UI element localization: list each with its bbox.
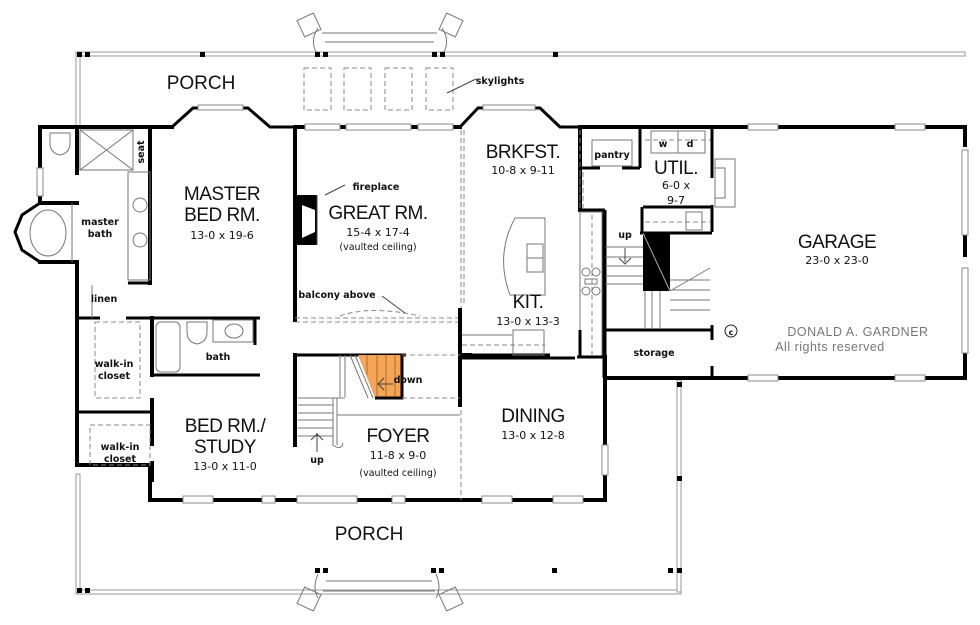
walkin-closet-1-line2: closet bbox=[98, 371, 131, 382]
walkin-closet-2-line2: closet bbox=[104, 454, 137, 465]
pantry-label: pantry bbox=[594, 150, 630, 161]
brkfst-dims: 10-8 x 9-11 bbox=[491, 164, 554, 177]
washer-label: w bbox=[659, 139, 668, 150]
master-bed-name-1: MASTER bbox=[184, 184, 260, 205]
bottom-steps bbox=[296, 573, 464, 612]
dining-name: DINING bbox=[501, 406, 565, 427]
garage-name: GARAGE bbox=[798, 232, 876, 253]
util-up-label: up bbox=[618, 230, 632, 241]
great-room-note: (vaulted ceiling) bbox=[339, 242, 416, 253]
walkin-closet-2-line1: walk-in bbox=[101, 442, 140, 453]
dining-dims: 13-0 x 12-8 bbox=[501, 429, 564, 442]
great-room-name: GREAT RM. bbox=[328, 203, 427, 224]
util-dims-2: 9-7 bbox=[667, 194, 685, 207]
labels: PORCH PORCH skylights fireplace balcony … bbox=[81, 73, 928, 545]
copyright-circle bbox=[724, 324, 738, 338]
top-steps bbox=[296, 12, 464, 53]
foyer-stairs bbox=[298, 354, 460, 452]
seat-label: seat bbox=[136, 140, 147, 164]
windows bbox=[36, 104, 969, 504]
skylights-label: skylights bbox=[476, 76, 525, 87]
bath-label: bath bbox=[206, 352, 231, 363]
foyer-note: (vaulted ceiling) bbox=[359, 468, 436, 479]
storage-label: storage bbox=[633, 348, 674, 359]
down-label: down bbox=[394, 375, 423, 386]
exterior-walls bbox=[38, 106, 967, 502]
kit-name: KIT. bbox=[513, 292, 544, 313]
porch-bottom-label: PORCH bbox=[335, 524, 404, 545]
garage-dims: 23-0 x 23-0 bbox=[805, 254, 868, 267]
copyright-line1: DONALD A. GARDNER bbox=[787, 325, 928, 339]
porch-railing bbox=[75, 51, 966, 595]
linen-label: linen bbox=[91, 294, 118, 305]
great-room-dims: 15-4 x 17-4 bbox=[346, 226, 409, 239]
porch-top-label: PORCH bbox=[167, 73, 236, 94]
skylights bbox=[303, 67, 477, 111]
foyer-up-label: up bbox=[310, 455, 324, 466]
kit-dims: 13-0 x 13-3 bbox=[496, 315, 559, 328]
balcony-above-label: balcony above bbox=[298, 290, 375, 301]
brkfst-name: BRKFST. bbox=[486, 142, 561, 163]
fireplace-label: fireplace bbox=[353, 182, 400, 193]
foyer-name: FOYER bbox=[367, 426, 430, 447]
bed-study-name-2: STUDY bbox=[194, 437, 257, 458]
master-bath-bay bbox=[13, 201, 73, 264]
util-dims-1: 6-0 x bbox=[662, 179, 690, 192]
foyer-dims: 11-8 x 9-0 bbox=[370, 449, 426, 462]
master-bed-name-2: BED RM. bbox=[184, 205, 260, 226]
util-name: UTIL. bbox=[654, 158, 698, 179]
walkin-closet-1-line1: walk-in bbox=[95, 359, 134, 370]
master-bed-dims: 13-0 x 19-6 bbox=[190, 229, 253, 242]
master-bath-name-2: bath bbox=[88, 229, 113, 240]
master-bath-name-1: master bbox=[81, 217, 119, 228]
down-stair-highlight bbox=[358, 355, 402, 398]
interior-walls bbox=[49, 125, 736, 500]
copyright-line2: All rights reserved bbox=[775, 340, 885, 354]
bed-study-name-1: BED RM./ bbox=[185, 416, 267, 437]
copyright-symbol: c bbox=[729, 328, 734, 337]
dryer-label: d bbox=[687, 139, 694, 150]
bed-study-dims: 13-0 x 11-0 bbox=[193, 460, 256, 473]
